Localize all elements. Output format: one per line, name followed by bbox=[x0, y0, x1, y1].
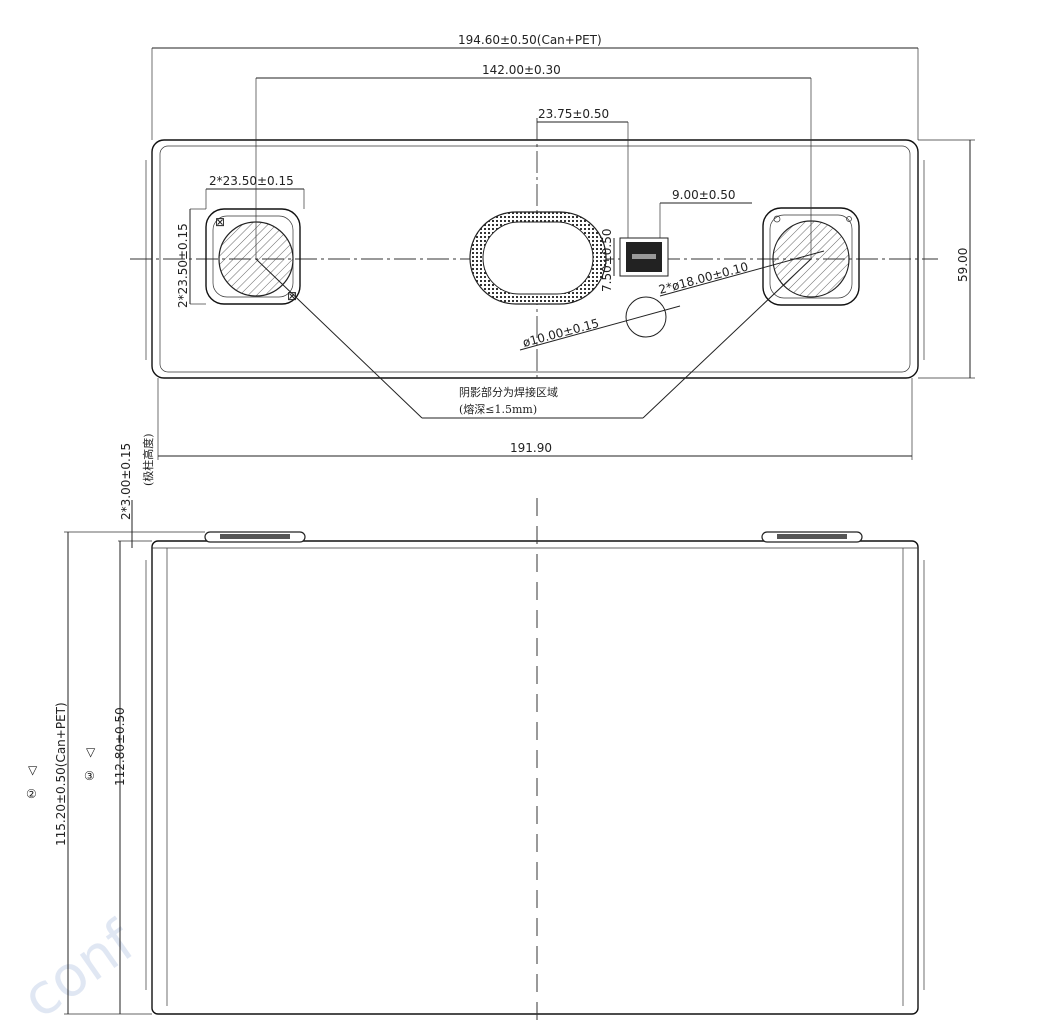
top-view: ⊠ ⊠ 194.60±0.50(C bbox=[130, 33, 975, 460]
terminal-dia-label: 2*ø18.00±0.10 bbox=[657, 260, 750, 297]
code-width-label: 9.00±0.50 bbox=[672, 188, 736, 202]
dim-code-width: 9.00±0.50 bbox=[659, 188, 752, 238]
svg-text:⊠: ⊠ bbox=[287, 289, 297, 303]
weld-depth-note: (熔深≤1.5mm) bbox=[459, 402, 537, 416]
vent-offset-label: 23.75±0.50 bbox=[538, 107, 609, 121]
terminal-height-note: (极柱高度) bbox=[141, 433, 155, 486]
total-height-label: 115.20±0.50(Can+PET) bbox=[54, 702, 68, 846]
terminal-square-w-label: 2*23.50±0.15 bbox=[209, 174, 294, 188]
svg-text:conf: conf bbox=[11, 909, 148, 1030]
svg-text:⊠: ⊠ bbox=[215, 215, 225, 229]
dim-overall-width: 194.60±0.50(Can+PET) bbox=[151, 33, 919, 140]
qr-code-label bbox=[619, 237, 669, 277]
height-top-label: 59.00 bbox=[956, 248, 970, 282]
dim-body-width: 191.90 bbox=[157, 378, 913, 460]
overall-width-label: 194.60±0.50(Can+PET) bbox=[458, 33, 602, 47]
marker-2: ② bbox=[26, 787, 37, 801]
marker-3-triangle: ▽ bbox=[86, 745, 96, 759]
dim-terminal-height: 2*3.00±0.15 (极柱高度) bbox=[118, 433, 205, 548]
code-height-label: 7.50±0.50 bbox=[600, 229, 614, 293]
terminal-pitch-label: 142.00±0.30 bbox=[482, 63, 561, 77]
body-width-label: 191.90 bbox=[510, 441, 552, 455]
dim-hole-dia: ø10.00±0.15 bbox=[519, 305, 681, 351]
left-terminal-side bbox=[204, 531, 306, 543]
weld-area-note: 阴影部分为焊接区域 bbox=[459, 385, 558, 399]
terminal-height-label: 2*3.00±0.15 bbox=[119, 443, 133, 520]
side-view-outline bbox=[151, 540, 919, 1015]
watermark: conf bbox=[11, 909, 148, 1030]
dim-height-top: 59.00 bbox=[918, 139, 975, 379]
dim-vent-offset: 23.75±0.50 bbox=[537, 107, 629, 238]
marker-2-triangle: ▽ bbox=[28, 763, 38, 777]
marker-3: ③ bbox=[84, 769, 95, 783]
hole-dia-label: ø10.00±0.15 bbox=[521, 316, 600, 350]
left-terminal: ⊠ ⊠ bbox=[205, 208, 301, 305]
dim-terminal-square-h: 2*23.50±0.15 bbox=[176, 208, 206, 308]
dim-terminal-square-w: 2*23.50±0.15 bbox=[205, 174, 305, 209]
fill-hole bbox=[625, 296, 667, 338]
weld-note-leaders bbox=[255, 258, 812, 419]
dim-can-height: 112.80±0.50 bbox=[113, 541, 127, 1014]
terminal-square-h-label: 2*23.50±0.15 bbox=[176, 223, 190, 308]
right-terminal-side bbox=[761, 531, 863, 543]
can-height-label: 112.80±0.50 bbox=[113, 707, 127, 786]
side-view: 2*3.00±0.15 (极柱高度) 115.20±0.50(Can+PET) … bbox=[26, 433, 925, 1024]
dim-total-height: 115.20±0.50(Can+PET) bbox=[54, 531, 152, 1015]
safety-vent bbox=[469, 211, 607, 305]
dim-terminal-pitch: 142.00±0.30 bbox=[255, 63, 812, 259]
dim-code-height: 7.50±0.50 bbox=[600, 229, 615, 293]
